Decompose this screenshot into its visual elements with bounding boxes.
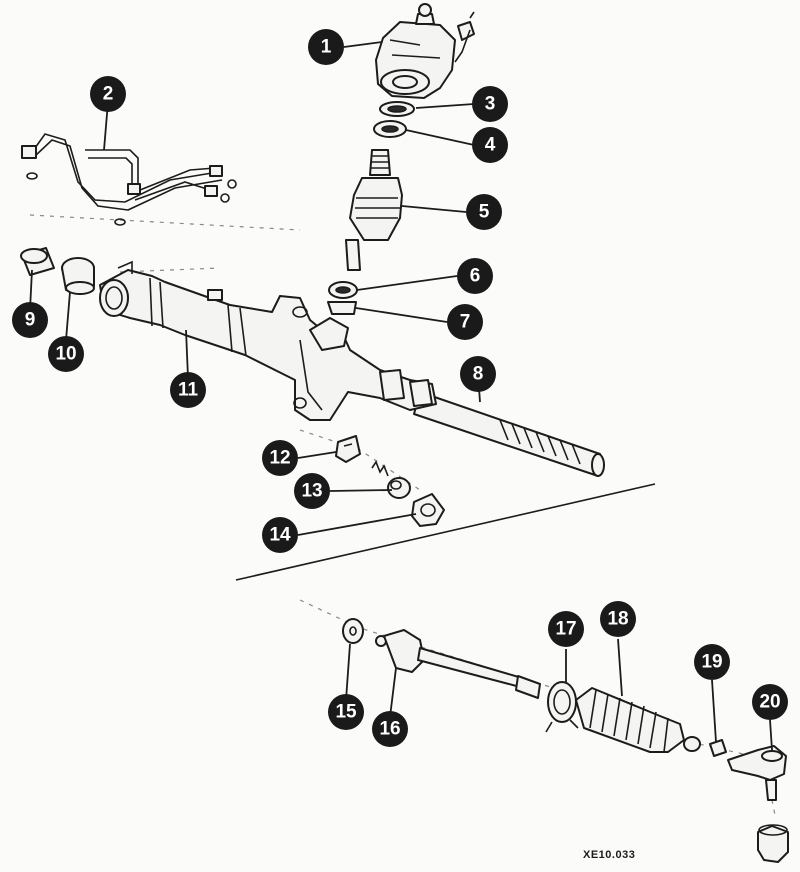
callout-label: 4 xyxy=(485,135,496,156)
callout-label: 8 xyxy=(473,364,484,385)
callout-label: 19 xyxy=(701,652,722,673)
callout-label: 1 xyxy=(321,37,332,58)
callout-8: 8 xyxy=(460,356,496,392)
callout-20: 20 xyxy=(752,684,788,720)
callout-label: 5 xyxy=(479,202,490,223)
callout-label: 17 xyxy=(555,619,576,640)
callout-label: 18 xyxy=(607,609,628,630)
callout-18: 18 xyxy=(600,601,636,637)
housing-end-sleeve xyxy=(61,257,95,295)
callout-label: 10 xyxy=(55,344,76,365)
yoke-spring xyxy=(371,460,389,477)
inner-tie-rod xyxy=(375,629,541,699)
callout-label: 12 xyxy=(269,448,290,469)
callout-19: 19 xyxy=(694,644,730,680)
lock-nut xyxy=(683,736,727,757)
rack-housing xyxy=(99,260,437,421)
pinion-bearing-seal xyxy=(373,120,407,138)
upper-seal-ring xyxy=(379,101,415,117)
callout-12: 12 xyxy=(262,440,298,476)
callout-14: 14 xyxy=(262,517,298,553)
lower-pinion-nut xyxy=(327,301,357,315)
callout-13: 13 xyxy=(294,473,330,509)
callout-4: 4 xyxy=(472,127,508,163)
callout-label: 11 xyxy=(178,380,199,401)
callout-7: 7 xyxy=(447,304,483,340)
boot-clamp xyxy=(545,681,579,733)
callout-2: 2 xyxy=(90,76,126,112)
rubber-gaiter-boot xyxy=(575,687,685,753)
callout-10: 10 xyxy=(48,336,84,372)
rack-yoke xyxy=(335,435,361,463)
lower-pinion-bearing xyxy=(328,281,358,299)
callout-3: 3 xyxy=(472,86,508,122)
pinion-shaft xyxy=(345,149,403,271)
housing-bush-ring xyxy=(20,247,55,276)
callout-16: 16 xyxy=(372,711,408,747)
callout-label: 14 xyxy=(269,525,291,546)
hydraulic-pipe-set xyxy=(21,133,237,226)
callout-label: 2 xyxy=(103,84,114,105)
figure-reference-code: XE10.033 xyxy=(583,849,636,861)
callout-label: 16 xyxy=(379,719,400,740)
section-divider-line xyxy=(235,483,656,581)
callout-5: 5 xyxy=(466,194,502,230)
callout-9: 9 xyxy=(12,302,48,338)
pinion-valve-housing xyxy=(375,3,475,99)
callout-label: 20 xyxy=(759,692,780,713)
callout-label: 9 xyxy=(25,310,36,331)
callout-1: 1 xyxy=(308,29,344,65)
callout-15: 15 xyxy=(328,694,364,730)
lock-washer xyxy=(342,618,364,644)
callout-label: 6 xyxy=(470,266,481,287)
callout-label: 13 xyxy=(301,481,322,502)
callout-label: 7 xyxy=(460,312,471,333)
callout-17: 17 xyxy=(548,611,584,647)
outer-tie-rod-end xyxy=(727,745,789,863)
adjuster-cap xyxy=(411,493,445,527)
rack-bar xyxy=(413,391,605,477)
callout-11: 11 xyxy=(170,372,206,408)
callout-6: 6 xyxy=(457,258,493,294)
callout-label: 3 xyxy=(485,94,496,115)
leader-lines xyxy=(29,41,773,751)
yoke-plug xyxy=(387,477,411,499)
callout-label: 15 xyxy=(335,702,357,723)
